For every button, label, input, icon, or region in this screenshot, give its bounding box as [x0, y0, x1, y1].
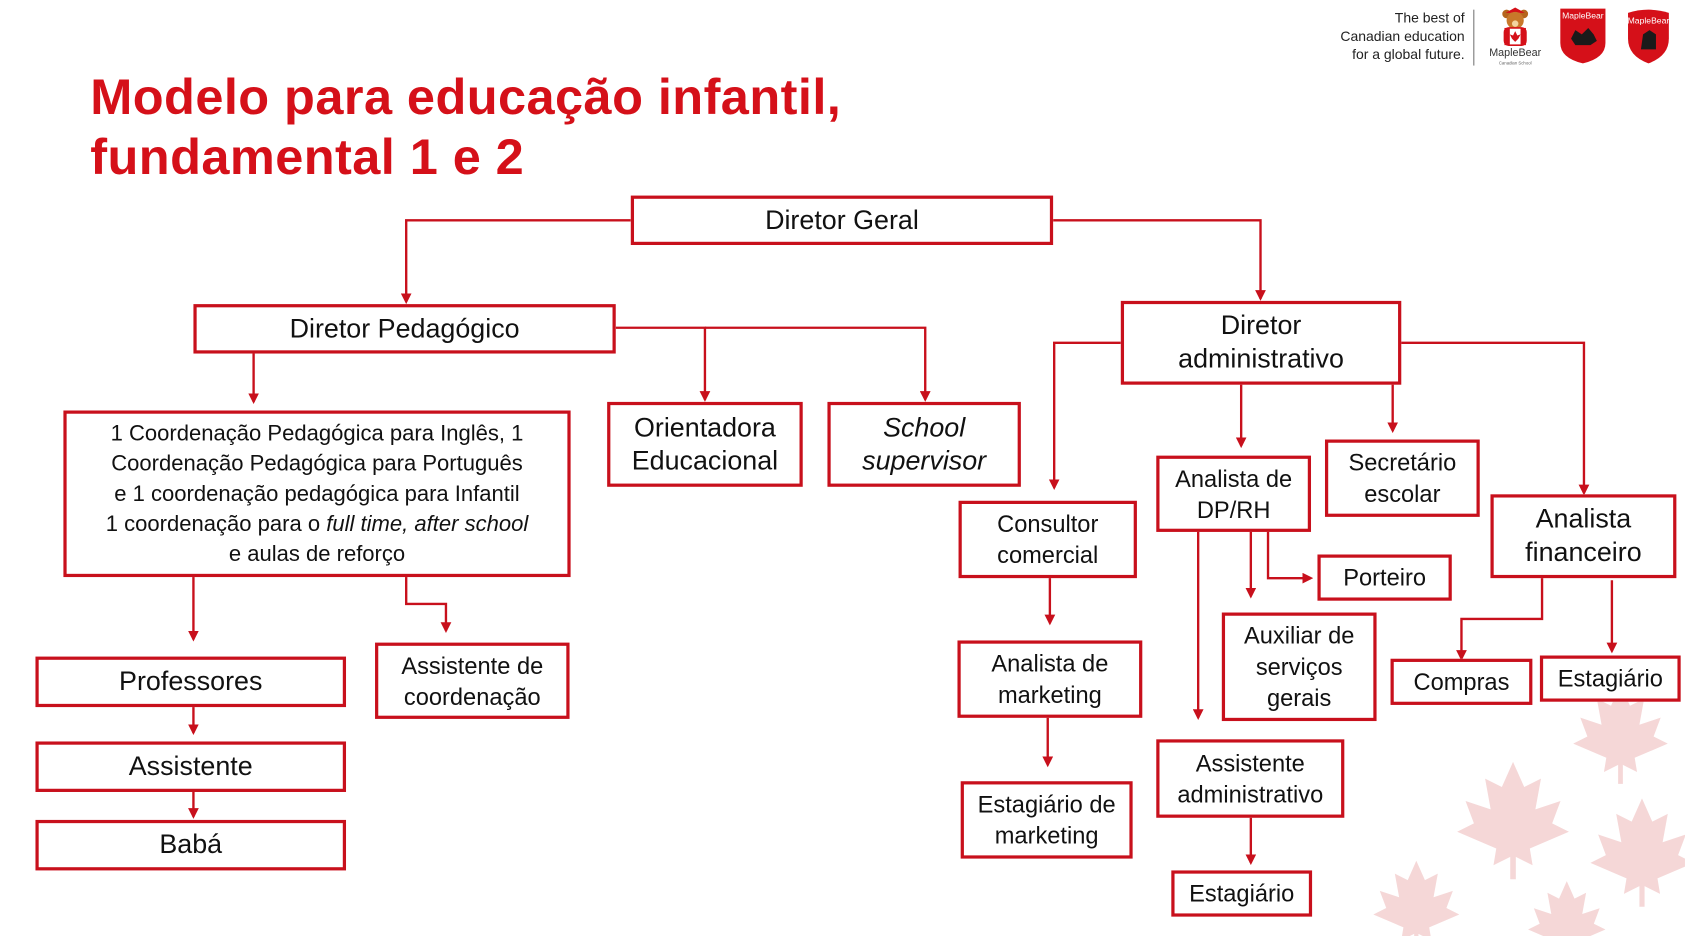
baba-node: Babá: [35, 819, 347, 871]
estagiario-adm-node: Estagiário: [1171, 870, 1313, 917]
analista-dp-line-2: DP/RH: [1196, 495, 1271, 523]
title-line-1: Modelo para educação infantil,: [90, 67, 842, 125]
estagiario-marketing-line-1: Estagiário de: [977, 790, 1116, 818]
analista-fin-line-2: financeiro: [1525, 537, 1642, 568]
estagiario-fin-label: Estagiário: [1557, 665, 1663, 693]
estagiario-fin-node: Estagiário: [1539, 655, 1681, 702]
auxiliar-line-1: Auxiliar de: [1244, 622, 1355, 650]
tagline-divider: [1473, 9, 1475, 66]
analista-dp-line-1: Analista de: [1175, 464, 1293, 492]
secretario-line-2: escolar: [1364, 480, 1441, 508]
estagiario-adm-label: Estagiário: [1189, 880, 1295, 907]
secretario-line-1: Secretário: [1348, 449, 1457, 477]
baba-label: Babá: [159, 829, 223, 860]
page-title: Modelo para educação infantil, fundament…: [90, 67, 841, 187]
title-line-2: fundamental 1 e 2: [90, 127, 525, 185]
coordenacao-line-4: 1 coordenação para o full time, after sc…: [106, 509, 528, 539]
auxiliar-line-2: serviços: [1255, 653, 1343, 681]
school-supervisor-line-2: supervisor: [862, 445, 987, 476]
analista-financeiro-node: Analista financeiro: [1490, 494, 1677, 579]
diretor-administrativo-node: Diretor administrativo: [1120, 300, 1402, 385]
maplebear-shield-logo-2: MapleBear: [1624, 6, 1673, 64]
assistente-node: Assistente: [35, 741, 347, 792]
consultor-comercial-node: Consultor comercial: [958, 500, 1137, 579]
estagiario-marketing-node: Estagiário de marketing: [960, 781, 1133, 859]
estagiario-marketing-line-2: marketing: [994, 822, 1099, 849]
orientadora-line-1: Orientadora: [633, 412, 776, 443]
coordenacao-line-1: 1 Coordenação Pedagógica para Inglês, 1: [110, 420, 524, 446]
compras-label: Compras: [1413, 668, 1510, 696]
assistente-coordenacao-line-2: coordenação: [403, 682, 541, 710]
coordenacao-line-5: e aulas de reforço: [228, 541, 406, 566]
assistente-coordenacao-line-1: Assistente de: [401, 651, 544, 679]
diretor-geral-node: Diretor Geral: [630, 195, 1054, 246]
diretor-administrativo-line-2: administrativo: [1178, 343, 1344, 374]
porteiro-label: Porteiro: [1343, 564, 1427, 592]
analista-marketing-line-2: marketing: [997, 681, 1102, 709]
shield-2-label: MapleBear: [1627, 16, 1670, 26]
diretor-administrativo-line-1: Diretor: [1220, 310, 1302, 341]
coordenacao-line-2: Coordenação Pedagógica para Português: [111, 450, 523, 476]
brand-tagline: The best of Canadian education for a glo…: [1340, 9, 1464, 64]
logo-sub: Canadian School: [1498, 60, 1532, 66]
assistente-adm-line-1: Assistente: [1195, 749, 1305, 777]
consultor-line-2: comercial: [997, 541, 1099, 569]
maplebear-shield-logo-1: MapleBear: [1558, 6, 1607, 64]
coordenacao-line-3: e 1 coordenação pedagógica para Infantil: [114, 480, 520, 506]
bear-mascot-icon: [1502, 7, 1529, 46]
school-supervisor-line-1: School: [883, 412, 966, 443]
diretor-pedagogico-label: Diretor Pedagógico: [289, 313, 520, 344]
diretor-geral-label: Diretor Geral: [765, 204, 919, 235]
shield-1-label: MapleBear: [1562, 10, 1604, 21]
porteiro-node: Porteiro: [1317, 554, 1452, 601]
tagline-line-1: The best of: [1394, 9, 1465, 26]
assistente-adm-line-2: administrativo: [1177, 780, 1324, 808]
maplebear-logo: MapleBear Canadian School: [1485, 6, 1545, 68]
logo-label: MapleBear: [1489, 47, 1542, 60]
coordenacao-node: 1 Coordenação Pedagógica para Inglês, 1 …: [63, 410, 571, 578]
analista-marketing-line-1: Analista de: [991, 650, 1109, 677]
professores-label: Professores: [119, 666, 263, 697]
analista-fin-line-1: Analista: [1535, 503, 1632, 535]
consultor-line-1: Consultor: [997, 510, 1099, 538]
tagline-line-2: Canadian education: [1340, 27, 1465, 45]
compras-node: Compras: [1390, 658, 1533, 705]
tagline-line-3: for a global future.: [1352, 46, 1465, 63]
analista-marketing-node: Analista de marketing: [957, 640, 1143, 718]
analista-dp-rh-node: Analista de DP/RH: [1156, 455, 1312, 532]
auxiliar-line-3: gerais: [1266, 684, 1332, 712]
school-supervisor-node: School supervisor: [827, 401, 1021, 487]
auxiliar-servicos-node: Auxiliar de serviços gerais: [1221, 612, 1377, 722]
shield-icon: [1560, 8, 1606, 64]
assistente-coordenacao-node: Assistente de coordenação: [375, 642, 570, 719]
professores-node: Professores: [35, 656, 347, 708]
diretor-pedagogico-node: Diretor Pedagógico: [193, 304, 616, 354]
assistente-label: Assistente: [128, 751, 253, 782]
assistente-administrativo-node: Assistente administrativo: [1156, 739, 1345, 818]
orientadora-node: Orientadora Educacional: [607, 401, 803, 487]
orientadora-line-2: Educacional: [631, 445, 779, 476]
shield-icon: [1628, 9, 1669, 64]
secretario-escolar-node: Secretário escolar: [1324, 439, 1480, 517]
coordenacao-line-4-text: 1 coordenação para o: [105, 510, 327, 536]
coordenacao-line-4-italic: full time, after school: [326, 510, 529, 536]
